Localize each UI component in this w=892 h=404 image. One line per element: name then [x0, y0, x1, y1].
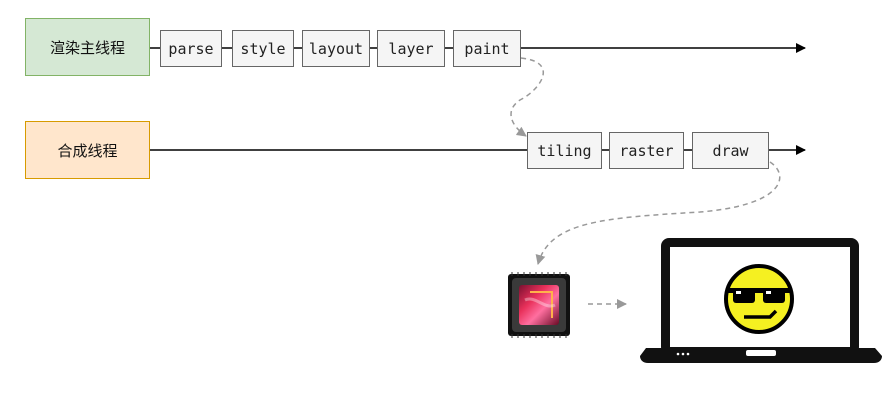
paint-to-tiling-connector	[510, 57, 545, 137]
main-thread-label: 渲染主线程	[49, 38, 125, 57]
compositor-thread-box: 合成线程	[25, 121, 150, 179]
stage-draw: draw	[692, 132, 769, 169]
draw-to-gpu-connector	[535, 161, 781, 265]
stage-paint: paint	[453, 30, 521, 67]
stage-label: layout	[308, 39, 364, 58]
main-thread-box: 渲染主线程	[25, 18, 150, 76]
stage-layout: layout	[302, 30, 370, 67]
stage-style: style	[232, 30, 294, 67]
stage-parse: parse	[160, 30, 222, 67]
stage-layer: layer	[377, 30, 445, 67]
stage-label: parse	[168, 39, 214, 58]
stage-label: raster	[619, 141, 674, 160]
stage-raster: raster	[609, 132, 684, 169]
gpu-chip-icon	[508, 272, 570, 338]
stage-label: tiling	[537, 141, 592, 160]
stage-label: layer	[388, 39, 434, 58]
stage-label: draw	[712, 141, 749, 160]
sunglasses-smiley-icon	[724, 264, 794, 334]
compositor-thread-label: 合成线程	[57, 141, 118, 160]
stage-label: paint	[464, 39, 510, 58]
stage-tiling: tiling	[527, 132, 602, 169]
stage-label: style	[240, 39, 286, 58]
